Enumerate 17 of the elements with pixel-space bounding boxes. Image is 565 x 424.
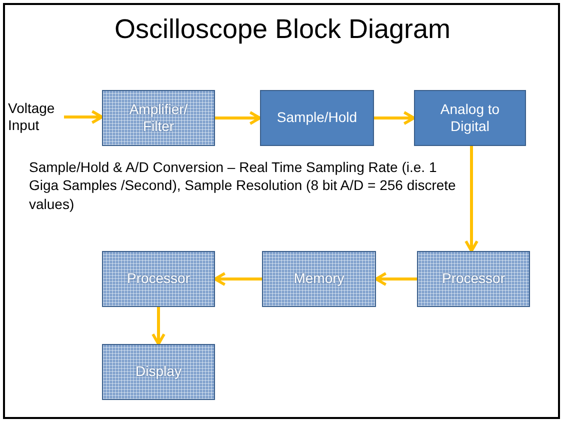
arrow xyxy=(64,110,104,124)
process-box: Sample/Hold xyxy=(260,90,374,146)
process-box: Amplifier/ Filter xyxy=(102,90,215,146)
arrow xyxy=(374,272,417,286)
title: Oscilloscope Block Diagram xyxy=(113,14,452,45)
process-box: Analog to Digital xyxy=(414,90,526,146)
note-text: Sample/Hold & A/D Conversion – Real Time Sampling Rate (i.e. 1 Giga Samples /Second), Sample Resolution (8 bit A/D = 256 discrete values) xyxy=(29,158,457,214)
arrow xyxy=(464,146,478,252)
process-box: Display xyxy=(102,344,215,400)
input-label: Voltage Input xyxy=(8,100,68,134)
arrow xyxy=(374,111,416,125)
arrow xyxy=(215,111,262,125)
arrow xyxy=(152,307,166,346)
process-box: Processor xyxy=(102,251,215,307)
arrow xyxy=(214,272,262,286)
process-box: Processor xyxy=(417,251,530,307)
process-box: Memory xyxy=(262,251,376,307)
